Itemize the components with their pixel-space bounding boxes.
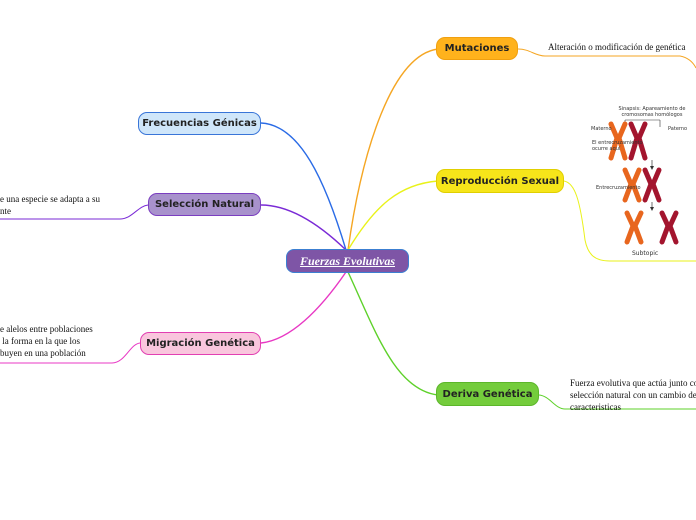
connector-seleccion bbox=[260, 204, 347, 251]
branch-frecuencias-genicas[interactable]: Frecuencias Génicas bbox=[138, 112, 261, 135]
chromosome-figure bbox=[608, 119, 679, 245]
branch-migracion-genetica[interactable]: Migración Genética bbox=[140, 332, 261, 355]
chromosome-label-crossover-site: El entrecruzamiento ocurre aquí bbox=[592, 140, 643, 152]
central-topic[interactable]: Fuerzas Evolutivas bbox=[286, 249, 409, 273]
note-seleccion-natural[interactable]: e una especie se adapta a su nte bbox=[0, 194, 100, 216]
chromosome-label-crossover: Entrecruzamiento bbox=[596, 185, 641, 191]
chromosome-pair-middle bbox=[622, 167, 662, 203]
chromosome-label-maternal: Materno bbox=[591, 126, 612, 132]
connector-seleccion-note bbox=[0, 204, 149, 220]
branch-deriva-genetica[interactable]: Deriva Genética bbox=[436, 382, 539, 406]
chromosome-pair-top bbox=[608, 121, 648, 161]
connector-migracion-note bbox=[0, 342, 141, 364]
connector-frecuencias bbox=[260, 122, 347, 251]
branch-reproduccion-sexual[interactable]: Reproducción Sexual bbox=[436, 169, 564, 193]
note-mutaciones[interactable]: Alteración o modificación de genética bbox=[548, 42, 686, 52]
chromosome-figure-title: Sinapsis: Apareamiento de cromosomas hom… bbox=[618, 106, 686, 118]
connector-deriva-note bbox=[538, 394, 696, 410]
connector-mutaciones bbox=[347, 48, 439, 251]
note-migracion-genetica[interactable]: e alelos entre poblaciones la forma en l… bbox=[0, 324, 93, 358]
chromosome-pair-bottom bbox=[624, 210, 679, 245]
branch-mutaciones[interactable]: Mutaciones bbox=[436, 37, 518, 60]
connector-reproduccion bbox=[347, 180, 439, 251]
connector-reproduccion-note bbox=[563, 180, 696, 262]
chromosome-label-paternal: Paterno bbox=[668, 126, 688, 132]
connector-mutaciones-note bbox=[517, 48, 696, 69]
connector-deriva bbox=[347, 271, 439, 396]
note-deriva-genetica[interactable]: Fuerza evolutiva que actúa junto co sele… bbox=[570, 378, 696, 412]
subtopic-label[interactable]: Subtopic bbox=[632, 250, 659, 257]
connector-migracion bbox=[260, 271, 347, 344]
branch-seleccion-natural[interactable]: Selección Natural bbox=[148, 193, 261, 216]
